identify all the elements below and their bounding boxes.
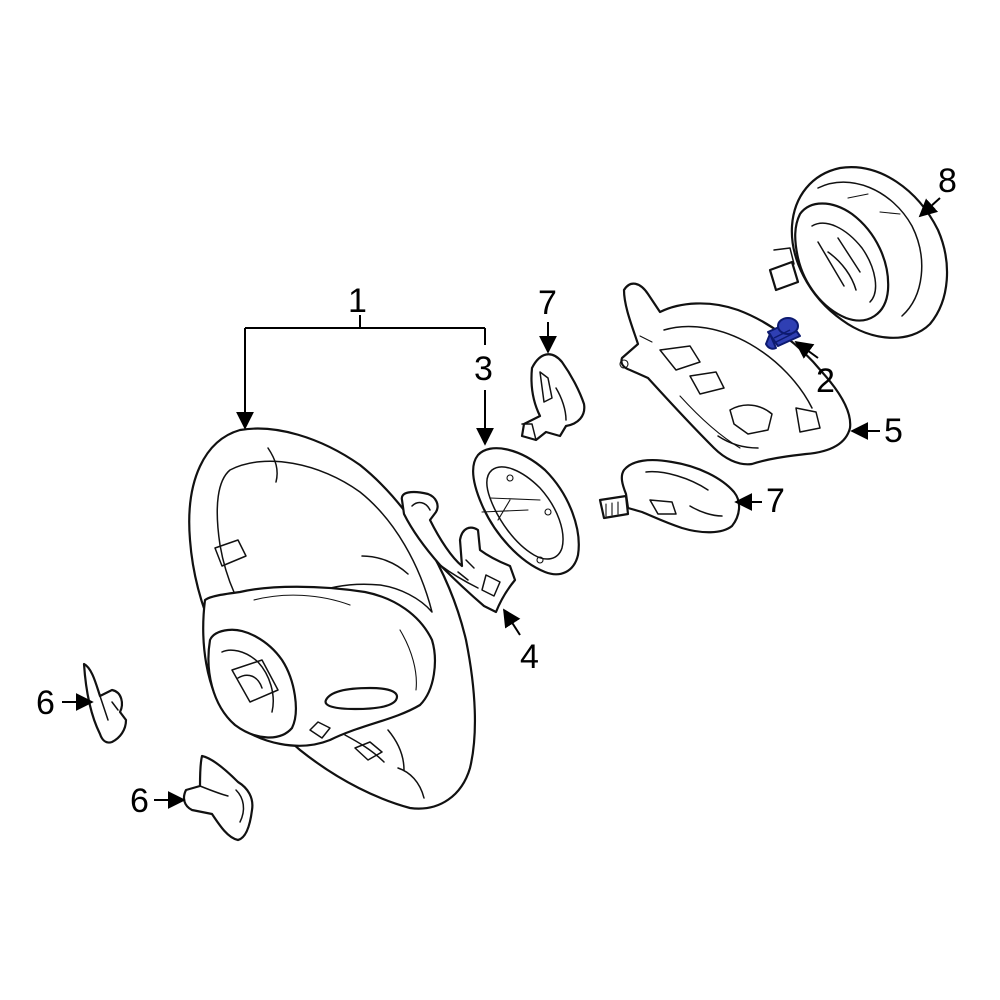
- callout-6-lower: 6: [130, 782, 149, 820]
- callout-5: 5: [884, 412, 903, 450]
- switch-upper[interactable]: [520, 353, 586, 442]
- callout-4: 4: [520, 638, 539, 676]
- callout-6-upper: 6: [36, 684, 55, 722]
- callout-8: 8: [938, 162, 957, 200]
- trim-cover-upper[interactable]: [82, 662, 128, 744]
- steering-wheel[interactable]: [188, 427, 477, 810]
- callout-7-lower: 7: [766, 482, 785, 520]
- trim-plate[interactable]: [472, 447, 580, 576]
- callout-7-upper: 7: [538, 284, 557, 322]
- callout-1: 1: [348, 282, 367, 320]
- switch-bracket[interactable]: [400, 490, 517, 614]
- trim-cover-lower[interactable]: [182, 754, 254, 842]
- clock-spring[interactable]: [768, 166, 949, 339]
- lower-cover[interactable]: [619, 282, 852, 466]
- switch-lower[interactable]: [598, 459, 741, 534]
- callout-2: 2: [816, 362, 835, 400]
- callout-3: 3: [474, 350, 493, 388]
- screw[interactable]: [765, 317, 801, 350]
